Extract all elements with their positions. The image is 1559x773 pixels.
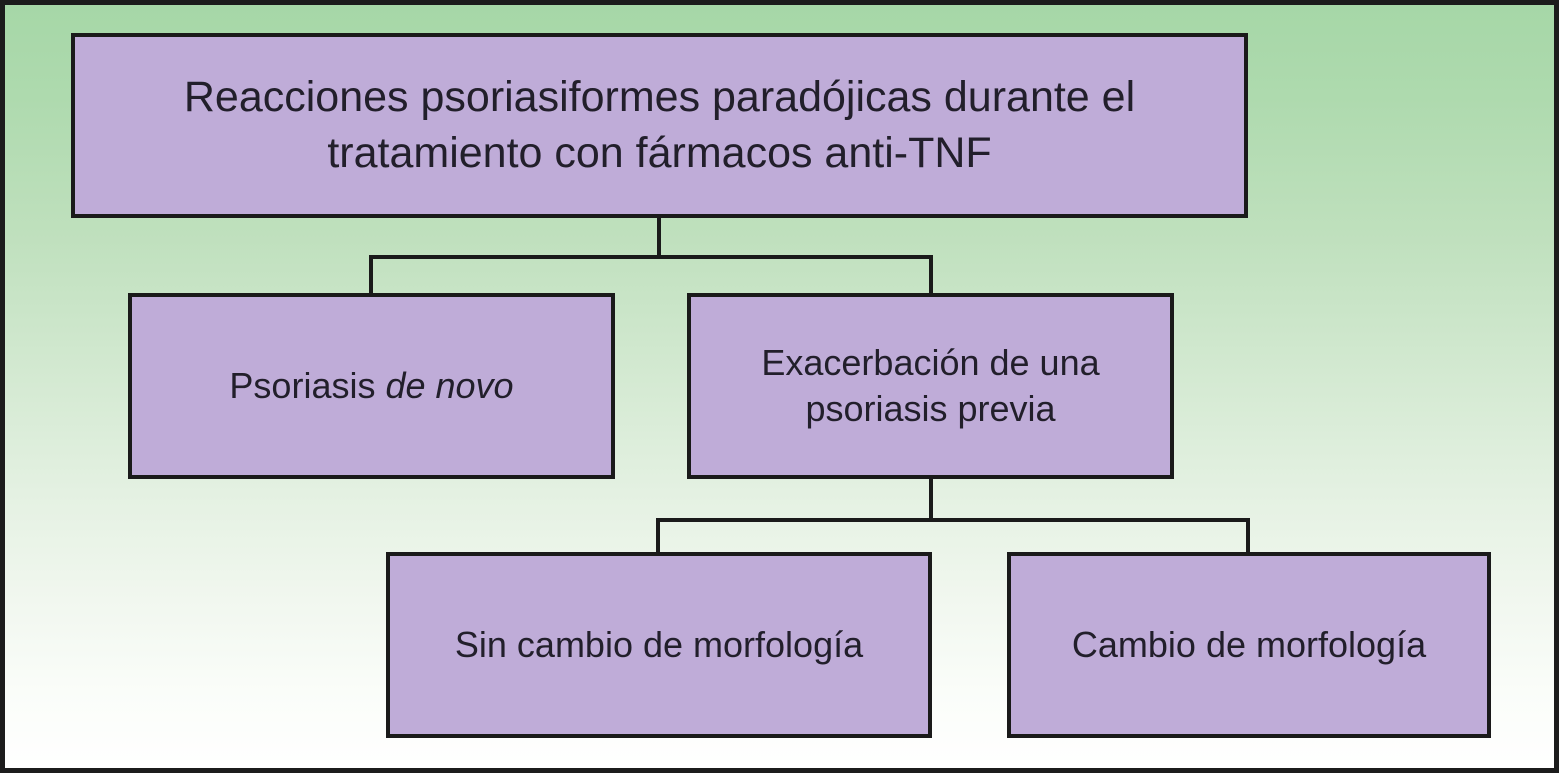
- connector-to-sin-cambio: [656, 518, 660, 556]
- connector-to-exacerbacion: [929, 255, 933, 295]
- node-root-label: Reacciones psoriasiformes paradójicas du…: [183, 73, 1136, 177]
- connector-level2-bar: [369, 255, 933, 259]
- connector-root-stem: [657, 217, 661, 259]
- connector-level3-bar: [656, 518, 1250, 522]
- node-cambio-label: Cambio de morfología: [1071, 623, 1427, 665]
- connector-to-cambio: [1246, 518, 1250, 556]
- node-sin-cambio-label: Sin cambio de morfología: [454, 623, 864, 665]
- connector-to-de-novo: [369, 255, 373, 295]
- node-de-novo[interactable]: Psoriasis de novo: [128, 293, 615, 479]
- node-root[interactable]: Reacciones psoriasiformes paradójicas du…: [71, 33, 1248, 218]
- node-sin-cambio[interactable]: Sin cambio de morfología: [386, 552, 932, 738]
- node-cambio[interactable]: Cambio de morfología: [1007, 552, 1491, 738]
- connector-exacerbacion-stem: [929, 478, 933, 522]
- node-de-novo-label: Psoriasis de novo: [229, 364, 514, 406]
